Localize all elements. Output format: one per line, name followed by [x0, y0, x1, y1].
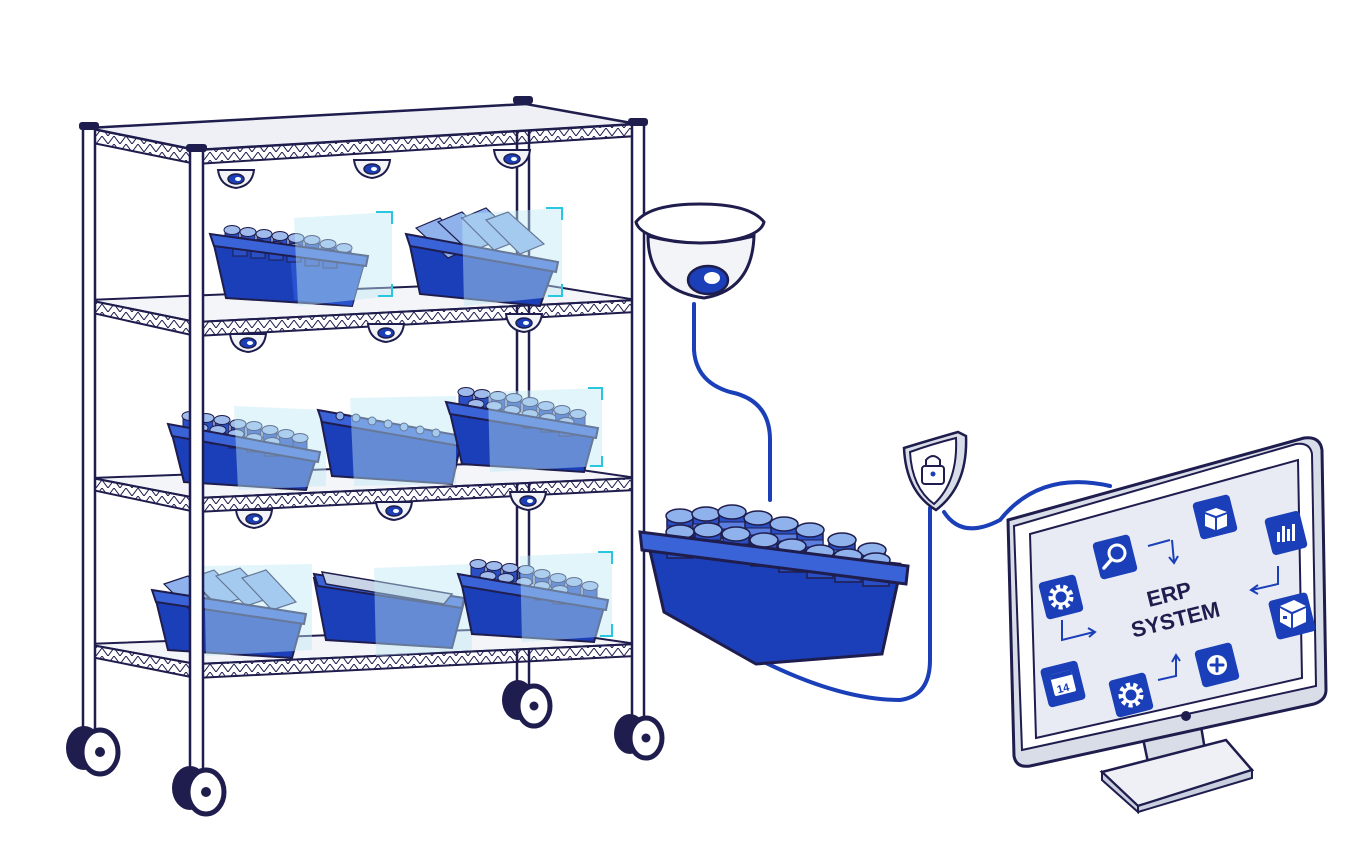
bin-shelf2-left: [166, 406, 326, 492]
monitor-power-led: [1181, 711, 1191, 721]
shelving-cart: [66, 96, 665, 817]
bin-to-shield-cable: [758, 506, 932, 703]
bin-shelf1-left: [208, 211, 393, 308]
dome-camera-icon: [634, 202, 766, 300]
gear-icon: [1108, 672, 1154, 718]
bin-shelf3-mid: [312, 564, 472, 656]
search-icon: [1092, 534, 1138, 580]
bin-shelf2-mid: [316, 396, 464, 486]
cart-wheels: [66, 680, 665, 817]
bin-shelf2-right: [444, 387, 603, 474]
shelf-top: [87, 102, 638, 166]
bin-shelf3-left: [150, 564, 312, 660]
bar-chart-icon: [1264, 511, 1308, 555]
gear-icon: [1038, 574, 1084, 620]
calendar-day: 14: [1056, 681, 1072, 696]
calendar-icon: 14: [1040, 660, 1086, 708]
box-icon: [1192, 494, 1238, 540]
shield-to-monitor-cable: [942, 480, 1112, 531]
featured-tube-bin: [638, 504, 910, 666]
bin-shelf3-right: [456, 551, 613, 644]
erp-monitor: ERP SYSTEM: [1006, 436, 1328, 815]
flow-arrows: [1061, 539, 1279, 681]
camera-cable: [692, 302, 772, 502]
connection-cables: [692, 302, 1112, 703]
add-icon: [1194, 642, 1240, 688]
security-shield-lock-icon: [902, 430, 968, 512]
delivery-box-icon: [1268, 592, 1316, 640]
bin-shelf1-right: [404, 207, 563, 308]
